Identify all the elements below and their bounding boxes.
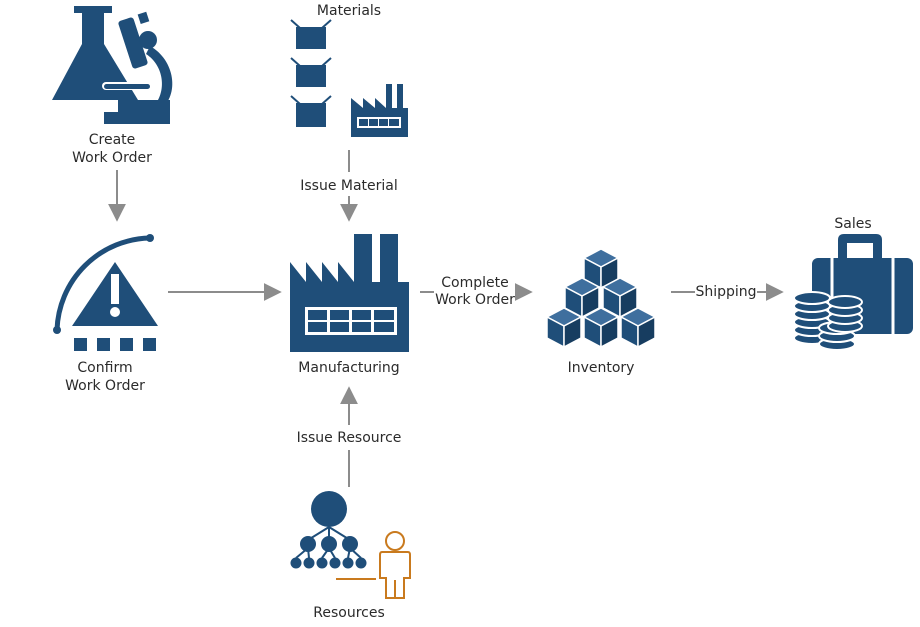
gauge-warning-icon bbox=[53, 234, 158, 351]
cash-bag-icon bbox=[793, 234, 913, 351]
confirm-label-line2: Work Order bbox=[65, 378, 145, 394]
issue-resource-label: Issue Resource bbox=[297, 430, 402, 446]
lab-microscope-icon bbox=[52, 6, 173, 124]
sales-label: Sales bbox=[834, 216, 871, 232]
org-people-icon bbox=[290, 491, 411, 599]
cube-bottom-right bbox=[619, 307, 657, 349]
factory-icon bbox=[290, 234, 409, 352]
create-label-line1: Create bbox=[89, 132, 136, 148]
create-label-line2: Work Order bbox=[72, 150, 152, 166]
material-box-2 bbox=[290, 57, 332, 87]
small-factory-icon bbox=[351, 84, 408, 137]
confirm-label-line1: Confirm bbox=[77, 360, 132, 376]
material-box-3 bbox=[290, 95, 332, 127]
inventory-label: Inventory bbox=[568, 360, 635, 376]
issue-material-label: Issue Material bbox=[300, 178, 398, 194]
material-box-1 bbox=[290, 19, 332, 49]
shipping-label: Shipping bbox=[695, 284, 756, 300]
cube-bottom-mid bbox=[582, 307, 620, 349]
resources-label: Resources bbox=[313, 605, 385, 621]
coin-stack-right bbox=[827, 295, 863, 333]
arrows bbox=[108, 150, 784, 487]
manufacturing-label: Manufacturing bbox=[298, 360, 399, 376]
materials-label: Materials bbox=[317, 3, 381, 19]
complete-label-line2: Work Order bbox=[435, 292, 515, 308]
stacked-cubes-icon bbox=[545, 248, 657, 349]
complete-label-line1: Complete bbox=[441, 275, 508, 291]
cube-mid-right bbox=[601, 277, 639, 319]
person-icon bbox=[379, 531, 411, 599]
cube-bottom-left bbox=[545, 307, 583, 349]
material-boxes-icon bbox=[290, 19, 408, 137]
